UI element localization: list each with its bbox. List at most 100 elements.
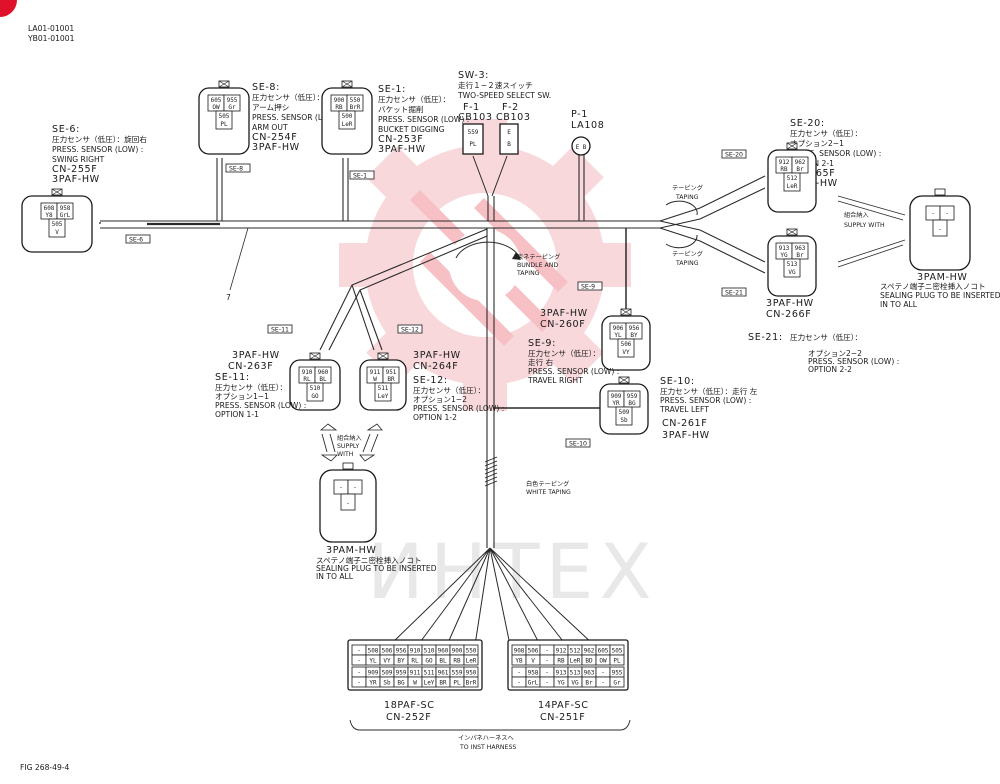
- se8-line-5: CN-254F: [252, 132, 297, 143]
- pin-code: LeR: [570, 658, 581, 665]
- pin-code: 911: [410, 670, 421, 677]
- p1-pin: E B: [576, 144, 587, 151]
- pin-code: RB: [557, 658, 565, 665]
- se1-line-5: CN-253F: [378, 134, 423, 145]
- sw3-line-1: 走行１−２速スイッチ: [458, 80, 533, 90]
- pin-code: VY: [622, 349, 630, 356]
- inst-harness-jp: インパネハーネスへ: [458, 735, 514, 742]
- pin-code: RL: [411, 658, 419, 665]
- pin-code: BD: [585, 658, 593, 665]
- pin-code: 510: [424, 648, 435, 655]
- se8-line-4: ARM OUT: [252, 123, 288, 132]
- se10-line-5: 3PAF-HW: [662, 430, 710, 441]
- white-taping-jp: 白色テーピング: [526, 480, 569, 488]
- pin-code: Br: [796, 252, 804, 259]
- pin-code: -: [545, 648, 549, 655]
- pam-right-line-0: 3PAM-HW: [917, 272, 967, 283]
- se8-line-3: PRESS. SENSOR (LOW) :: [252, 113, 343, 122]
- pin-code: BG: [628, 400, 636, 407]
- pin-code: 950: [466, 670, 477, 677]
- pin-code: -: [357, 658, 361, 665]
- pin-code: YR: [612, 400, 620, 407]
- cn252-line-1: CN-252F: [386, 712, 431, 723]
- svg-text:-: -: [945, 210, 949, 217]
- pin-code: -: [517, 670, 521, 677]
- se20-tag: SE-20: [725, 152, 743, 159]
- pin-code: 605: [598, 648, 609, 655]
- se1-line-3: PRESS. SENSOR (LOW) :: [378, 115, 469, 124]
- pin-code: 909: [611, 393, 622, 400]
- inst-harness-en: TO INST HARNESS: [459, 744, 516, 751]
- pin-code: GO: [311, 393, 319, 400]
- se6-line-2: PRESS. SENSOR (LOW) :: [52, 145, 143, 154]
- pin-code: BrR: [466, 680, 477, 687]
- pin-code: PL: [613, 658, 621, 665]
- pin-code: YL: [369, 658, 377, 665]
- se12-line-0: 3PAF-HW: [413, 350, 461, 361]
- pin-code: 513: [570, 670, 581, 677]
- watermark-text: ИНТЕХ: [367, 527, 658, 616]
- pin-code: PL: [220, 121, 228, 128]
- svg-text:-: -: [346, 500, 350, 507]
- se20-line-3: PRESS. SENSOR (LOW) :: [790, 149, 881, 158]
- pin-code: -: [545, 658, 549, 665]
- pin-code: RB: [335, 104, 343, 111]
- se11-line-4: オプション1−1: [215, 392, 269, 401]
- pin-code: Br: [585, 680, 593, 687]
- plug-3pam-left: 組合納入SUPPLYWITH---3PAM-HWスペテノ端子ニ密栓挿入ノコトSE…: [316, 434, 437, 581]
- pin-code: 506: [528, 648, 539, 655]
- se12-line-5: PRESS. SENSOR (LOW) :: [413, 404, 504, 413]
- pin-code: 500: [342, 113, 353, 120]
- se1-line-6: 3PAF-HW: [378, 144, 426, 155]
- se9-line-4: 走行 右: [528, 357, 554, 367]
- pin-code: -: [545, 680, 549, 687]
- pin-code: BL: [439, 658, 447, 665]
- pin-code: PL: [453, 680, 461, 687]
- pin-code: 513: [787, 261, 798, 268]
- pin-code: 961: [438, 670, 449, 677]
- se10-line-0: SE-10:: [660, 376, 695, 387]
- pin-code: 510: [310, 385, 321, 392]
- pin-code: YR: [369, 680, 377, 687]
- se21a-line-1: CN-266F: [766, 309, 811, 320]
- pin-code: Y8: [45, 212, 53, 219]
- se21-line-5: PRESS. SENSOR (LOW) :: [808, 357, 899, 366]
- pin-code: 960: [438, 648, 449, 655]
- pin-code: 955: [612, 670, 623, 677]
- se21a-line-0: 3PAF-HW: [766, 298, 814, 309]
- se11-line-2: SE-11:: [215, 372, 250, 383]
- bundle-note-2: TAPING: [516, 270, 540, 277]
- pin-code: 963: [795, 245, 806, 252]
- se6-line-1: 圧力センサ（低圧）：旋回右: [52, 134, 147, 144]
- p1-line-1: LA108: [571, 120, 604, 131]
- pin-code: Gr: [613, 680, 621, 687]
- se6-line-3: SWING RIGHT: [52, 155, 105, 164]
- se1-line-0: SE-1:: [378, 84, 406, 95]
- bundle-note-1: BUNDLE AND: [517, 262, 558, 269]
- pin-code: 959: [627, 393, 638, 400]
- se10-line-4: CN-261F: [662, 418, 707, 429]
- pin-code: 910: [302, 369, 313, 376]
- pin-code: 511: [424, 670, 435, 677]
- pam-left-line-3: IN TO ALL: [316, 572, 354, 581]
- pin-code: 511: [378, 385, 389, 392]
- pin-code: BR: [387, 376, 395, 383]
- white-taping-en: WHITE TAPING: [526, 489, 571, 496]
- pin-code: 962: [795, 159, 806, 166]
- se6-tag: SE-6: [129, 237, 143, 244]
- pin-code: BY: [397, 658, 405, 665]
- se10-line-2: PRESS. SENSOR (LOW) :: [660, 396, 751, 405]
- pam-left-supply-1: SUPPLY: [337, 443, 360, 450]
- pin-code: 912: [556, 648, 567, 655]
- se21-line-2: SE-21:: [748, 332, 783, 343]
- pin-code: 506: [621, 341, 632, 348]
- pin-code: 911: [370, 369, 381, 376]
- pin-code: 955: [227, 97, 238, 104]
- pin-code: RB: [453, 658, 461, 665]
- pin-code: PL: [469, 141, 477, 148]
- sw3-line-2: TWO-SPEED SELECT SW.: [457, 91, 551, 100]
